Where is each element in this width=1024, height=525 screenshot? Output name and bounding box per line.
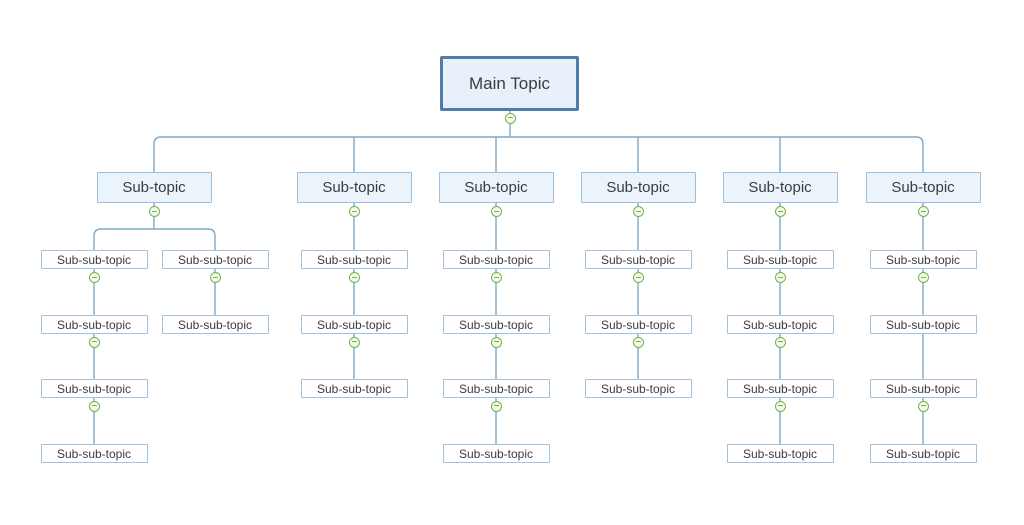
sub-sub-topic-node[interactable]: Sub-sub-topic (869, 315, 977, 334)
collapse-minus-icon[interactable] (774, 206, 786, 217)
collapse-minus-icon[interactable] (348, 336, 360, 348)
collapse-minus-icon[interactable] (88, 336, 100, 348)
sub-sub-topic-node[interactable]: Sub-sub-topic (726, 379, 834, 398)
collapse-minus-icon[interactable] (490, 206, 502, 217)
sub-sub-topic-node[interactable]: Sub-sub-topic (726, 444, 834, 463)
collapse-minus-icon[interactable] (88, 272, 100, 283)
sub-sub-topic-node[interactable]: Sub-sub-topic (161, 315, 269, 334)
collapse-minus-icon[interactable] (490, 272, 502, 283)
collapse-minus-icon[interactable] (504, 112, 516, 124)
sub-sub-topic-node[interactable]: Sub-sub-topic (869, 444, 977, 463)
connector-chain-segments (93, 269, 924, 444)
sub-sub-topic-node[interactable]: Sub-sub-topic (40, 315, 148, 334)
sub-sub-topic-node[interactable]: Sub-sub-topic (726, 315, 834, 334)
collapse-minus-icon[interactable] (632, 272, 644, 283)
collapse-minus-icon[interactable] (148, 206, 160, 217)
sub-topic-node-5[interactable]: Sub-topic (722, 172, 838, 203)
sub-sub-topic-node[interactable]: Sub-sub-topic (869, 379, 977, 398)
collapse-minus-icon[interactable] (774, 272, 786, 283)
sub-sub-topic-node[interactable]: Sub-sub-topic (40, 250, 148, 269)
collapse-minus-icon[interactable] (774, 400, 786, 412)
sub-topic-node-4[interactable]: Sub-topic (580, 172, 696, 203)
sub-sub-topic-node[interactable]: Sub-sub-topic (161, 250, 269, 269)
collapse-minus-icon[interactable] (490, 336, 502, 348)
collapse-minus-icon[interactable] (917, 400, 929, 412)
collapse-minus-icon[interactable] (632, 336, 644, 348)
connector-branch-stems (353, 203, 924, 250)
connector-root-bus (153, 111, 924, 172)
sub-sub-topic-node[interactable]: Sub-sub-topic (584, 315, 692, 334)
sub-sub-topic-node[interactable]: Sub-sub-topic (584, 250, 692, 269)
sub-topic-node-2[interactable]: Sub-topic (296, 172, 412, 203)
collapse-minus-icon[interactable] (917, 206, 929, 217)
sub-sub-topic-node[interactable]: Sub-sub-topic (300, 315, 408, 334)
collapse-minus-icon[interactable] (209, 272, 221, 283)
sub-sub-topic-node[interactable]: Sub-sub-topic (40, 444, 148, 463)
collapse-minus-icon[interactable] (774, 336, 786, 348)
collapse-minus-icon[interactable] (917, 272, 929, 283)
collapse-minus-icon[interactable] (348, 206, 360, 217)
sub-sub-topic-node[interactable]: Sub-sub-topic (300, 250, 408, 269)
sub-sub-topic-node[interactable]: Sub-sub-topic (442, 250, 550, 269)
sub-sub-topic-node[interactable]: Sub-sub-topic (726, 250, 834, 269)
sub-topic-node-1[interactable]: Sub-topic (96, 172, 212, 203)
main-topic-node[interactable]: Main Topic (440, 56, 579, 111)
sub-sub-topic-node[interactable]: Sub-sub-topic (40, 379, 148, 398)
collapse-minus-icon[interactable] (632, 206, 644, 217)
sub-sub-topic-node[interactable]: Sub-sub-topic (584, 379, 692, 398)
sub-topic-node-6[interactable]: Sub-topic (865, 172, 981, 203)
sub-sub-topic-node[interactable]: Sub-sub-topic (442, 315, 550, 334)
sub-sub-topic-node[interactable]: Sub-sub-topic (300, 379, 408, 398)
collapse-minus-icon[interactable] (348, 272, 360, 283)
collapse-minus-icon[interactable] (490, 400, 502, 412)
sub-sub-topic-node[interactable]: Sub-sub-topic (869, 250, 977, 269)
collapse-minus-icon[interactable] (88, 400, 100, 412)
sub-sub-topic-node[interactable]: Sub-sub-topic (442, 379, 550, 398)
sub-topic-node-3[interactable]: Sub-topic (438, 172, 554, 203)
sub-sub-topic-node[interactable]: Sub-sub-topic (442, 444, 550, 463)
